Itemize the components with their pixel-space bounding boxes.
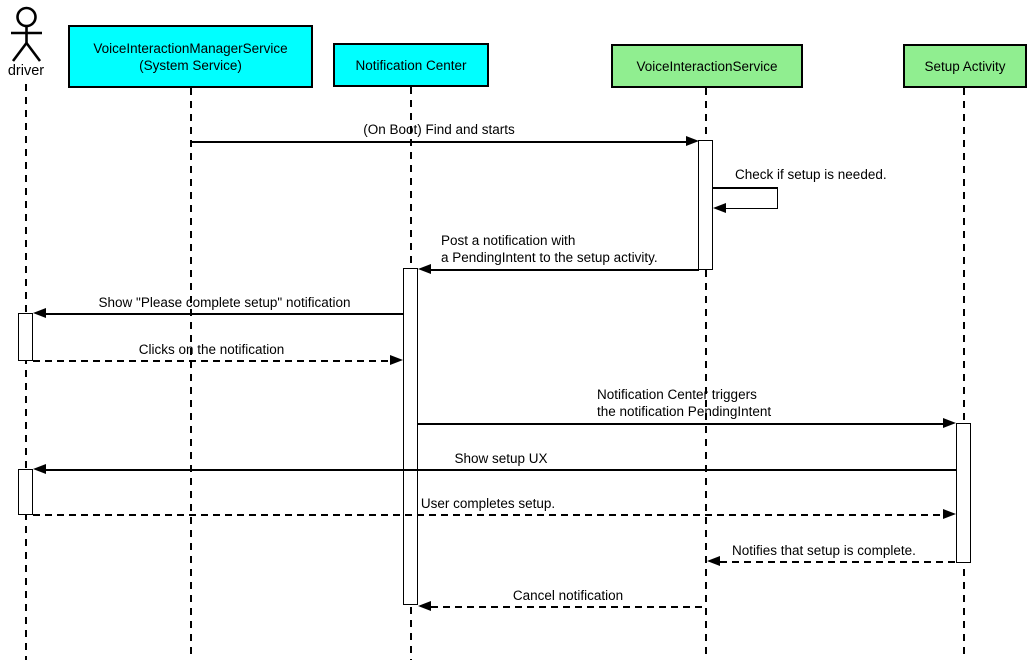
message-line — [33, 514, 943, 516]
arrowhead-icon — [707, 556, 720, 566]
message-line — [46, 313, 403, 315]
actor-driver-label: driver — [7, 63, 45, 79]
arrowhead-icon — [418, 601, 431, 611]
self-message-line-out — [713, 187, 778, 189]
lifeline-voice-interaction-service — [705, 88, 707, 660]
activation-notification-center — [403, 268, 418, 605]
participant-notification-center: Notification Center — [333, 43, 489, 87]
arrowhead-icon — [686, 136, 699, 146]
message-label: Notification Center triggers the notific… — [597, 387, 772, 419]
participant-vims: VoiceInteractionManagerService (System S… — [68, 25, 313, 88]
participant-setup-activity: Setup Activity — [903, 44, 1027, 88]
message-line — [33, 360, 390, 362]
arrowhead-icon — [418, 264, 431, 274]
activation-setup-activity — [956, 423, 971, 563]
message-label: Check if setup is needed. — [735, 167, 887, 182]
message-line — [46, 469, 956, 471]
arrowhead-icon — [33, 464, 46, 474]
arrowhead-icon — [390, 355, 403, 365]
participant-voice-interaction-service: VoiceInteractionService — [611, 44, 803, 88]
actor-driver — [8, 6, 45, 63]
message-label: Cancel notification — [512, 588, 624, 603]
self-message-line-down — [776, 187, 779, 209]
arrowhead-icon — [943, 418, 956, 428]
participant-vims-label: VoiceInteractionManagerService (System S… — [93, 40, 288, 73]
lifeline-vims — [190, 88, 192, 660]
message-line — [431, 606, 705, 608]
message-label: Notifies that setup is complete. — [732, 543, 916, 558]
self-message-line-back — [726, 207, 778, 210]
activation-voice-interaction-service — [698, 140, 713, 270]
message-label: User completes setup. — [420, 496, 556, 511]
message-label: Post a notification with a PendingIntent… — [441, 233, 658, 265]
lifeline-setup-activity — [963, 88, 965, 660]
arrowhead-icon — [943, 509, 956, 519]
message-line — [720, 561, 956, 563]
stick-figure-icon — [11, 6, 42, 62]
arrowhead-icon — [713, 203, 726, 213]
participant-setup-activity-label: Setup Activity — [924, 58, 1006, 74]
message-line — [418, 423, 943, 425]
message-label: (On Boot) Find and starts — [363, 122, 515, 137]
activation-driver-2 — [18, 469, 33, 515]
message-line — [192, 141, 686, 143]
message-label: Clicks on the notification — [138, 342, 285, 357]
message-label: Show "Please complete setup" notificatio… — [98, 295, 351, 310]
lifeline-driver — [25, 84, 27, 660]
participant-notification-center-label: Notification Center — [355, 57, 467, 73]
activation-driver-1 — [18, 313, 33, 361]
message-line — [431, 269, 699, 271]
message-label: Show setup UX — [454, 451, 548, 466]
arrowhead-icon — [33, 308, 46, 318]
participant-voice-interaction-service-label: VoiceInteractionService — [636, 58, 778, 74]
